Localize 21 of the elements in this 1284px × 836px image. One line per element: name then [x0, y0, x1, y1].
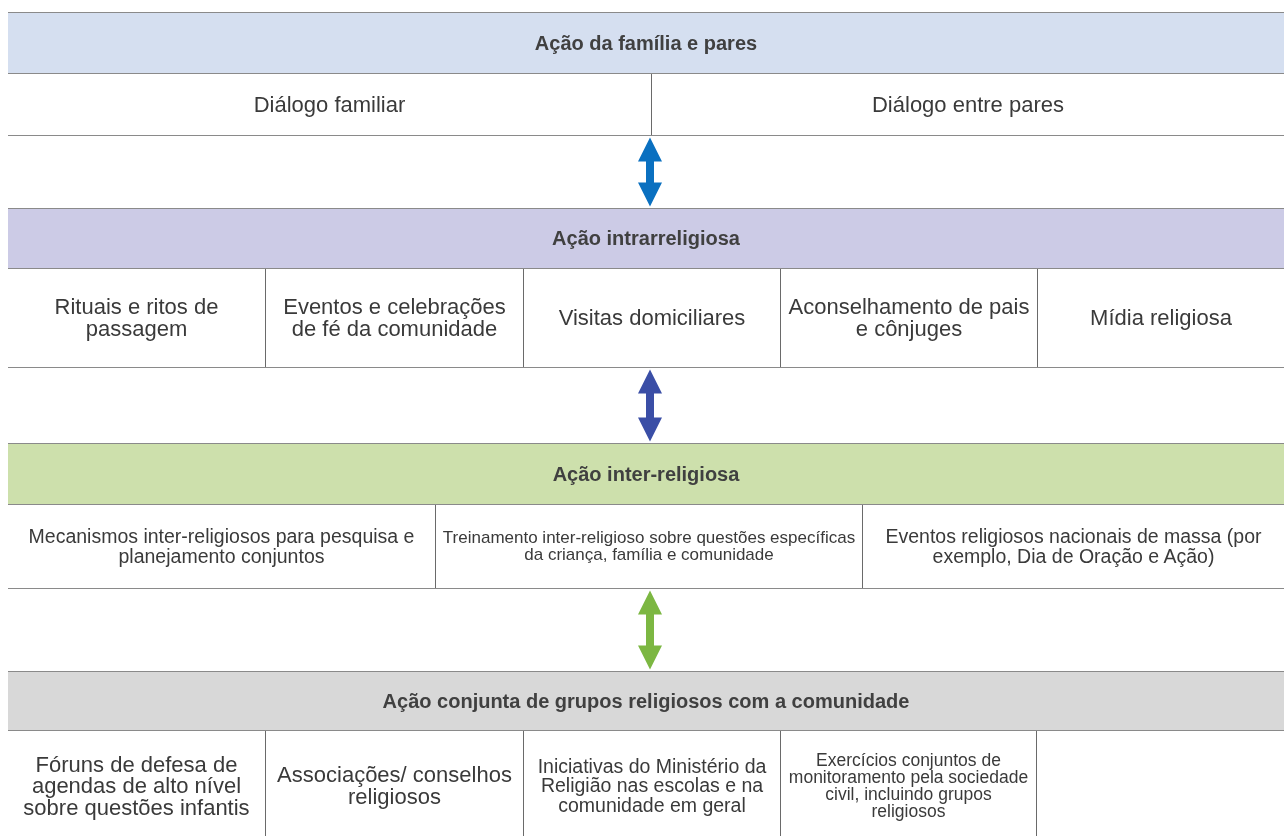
section-header: Ação da família e pares — [8, 13, 1284, 74]
category-cell: Rituais e ritos de passagem — [8, 269, 265, 367]
section-header: Ação conjunta de grupos religiosos com a comunidade — [8, 672, 1284, 731]
category-cell: Iniciativas do Ministério da Religião nas escolas e na comunidade em geral — [523, 731, 780, 836]
category-cell: Diálogo familiar — [8, 74, 651, 135]
double-arrow — [638, 137, 662, 207]
category-cell: Treinamento inter-religioso sobre questões específicas da criança, família e comunidade — [435, 505, 862, 588]
category-cell: Fóruns de defesa de agendas de alto nível sobre questões infantis — [8, 731, 265, 836]
section-header: Ação intrarreligiosa — [8, 209, 1284, 269]
double-arrow — [638, 369, 662, 442]
category-cell: Eventos e celebrações de fé da comunidade — [265, 269, 523, 367]
category-cell: Diálogo entre pares — [651, 74, 1284, 135]
category-cell: Associações/ conselhos religiosos — [265, 731, 523, 836]
category-cell: Eventos religiosos nacionais de massa (por exemplo, Dia de Oração e Ação) — [862, 505, 1284, 588]
category-cell: Mecanismos inter-religiosos para pesquisa e planejamento conjuntos — [8, 505, 435, 588]
section-header: Ação inter-religiosa — [8, 444, 1284, 505]
category-cell: Mídia religiosa — [1037, 269, 1284, 367]
category-cell: Aconselhamento de pais e cônjuges — [780, 269, 1037, 367]
category-cell: Exercícios conjuntos de monitoramento pela sociedade civil, incluindo grupos religiosos — [780, 731, 1037, 836]
double-arrow — [638, 590, 662, 670]
category-cell: Visitas domiciliares — [523, 269, 780, 367]
